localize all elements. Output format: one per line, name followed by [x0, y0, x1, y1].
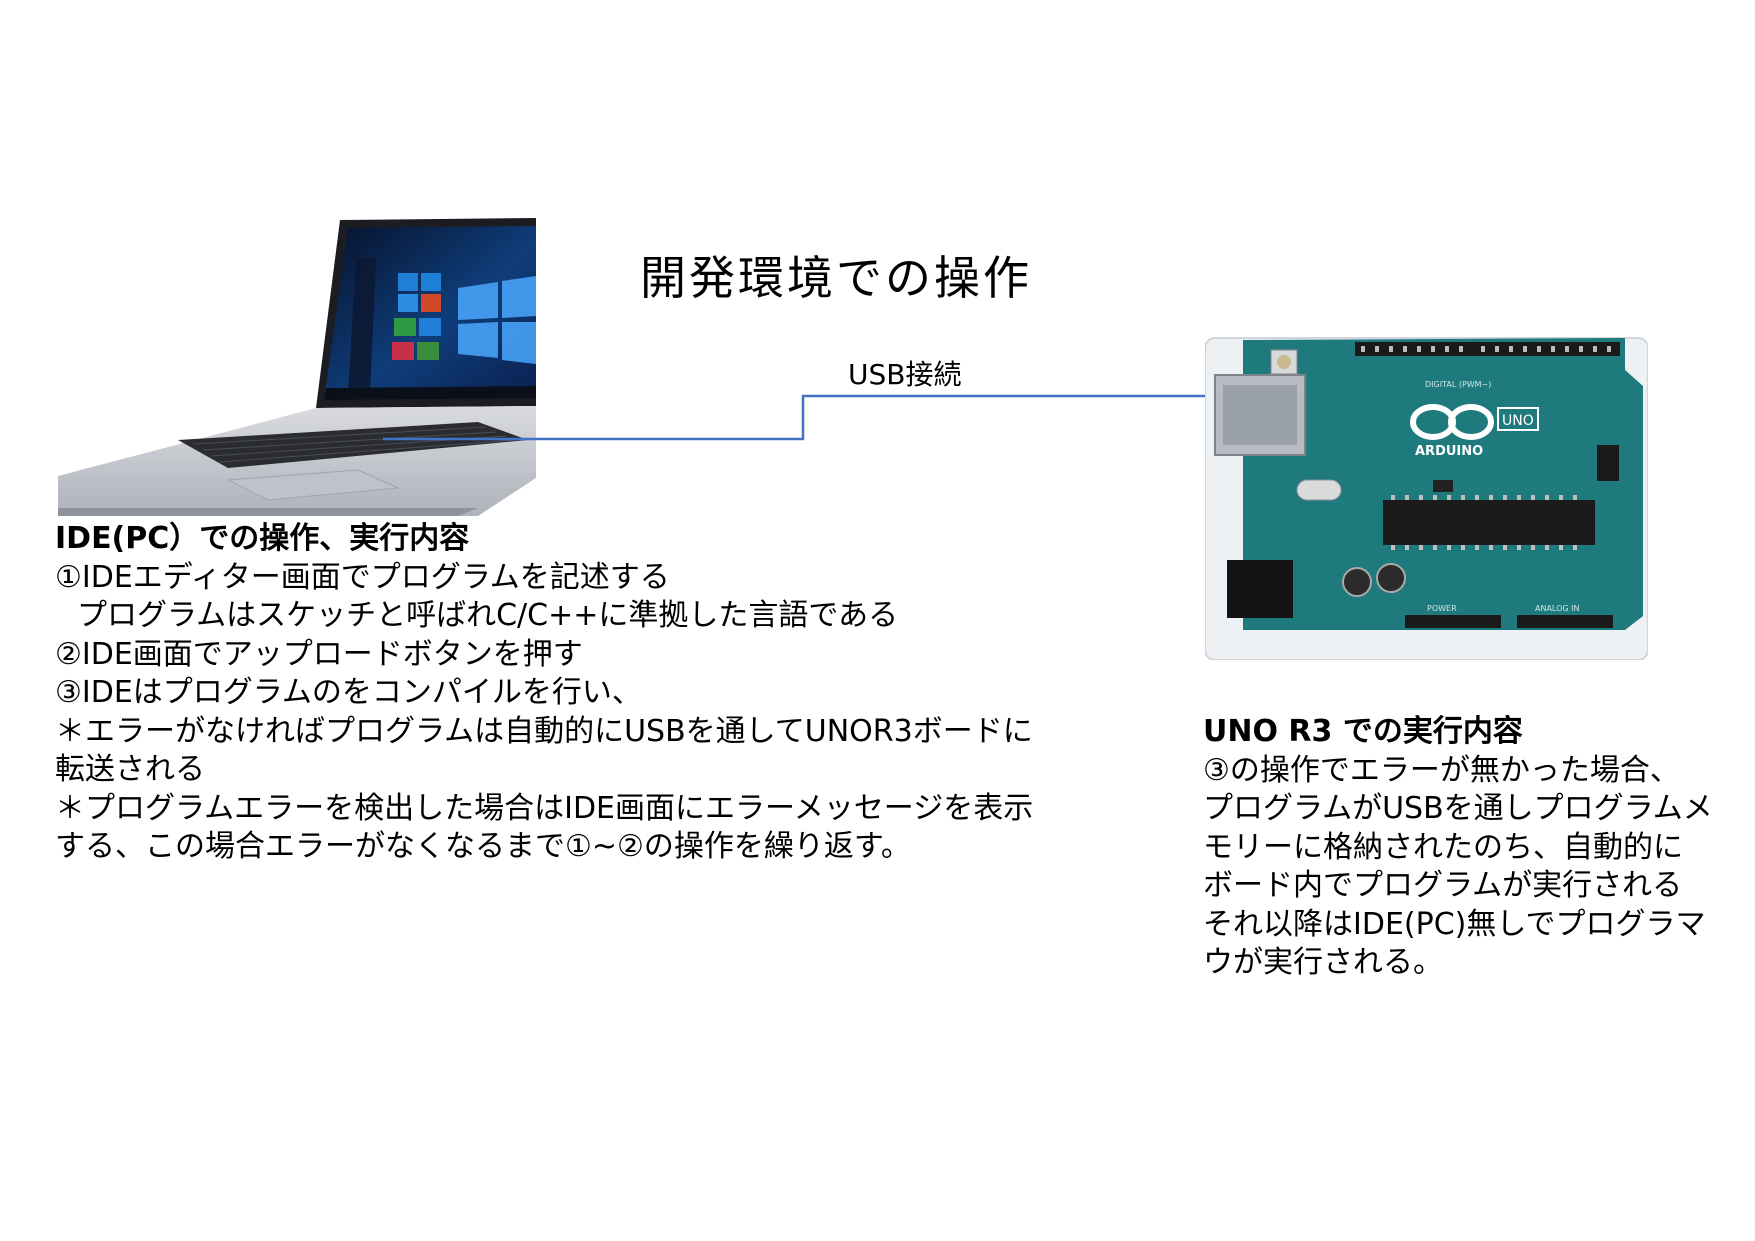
power-header: [1405, 615, 1501, 628]
capacitor: [1342, 567, 1372, 597]
crystal: [1296, 479, 1342, 501]
uno-section: UNO R3 での実行内容 ③の操作でエラーが無かった場合、 プログラムがUSB…: [1203, 713, 1713, 983]
pc-step-line: ＊プログラムエラーを検出した場合はIDE画面にエラーメッセージを表示: [55, 790, 1034, 826]
power-jack: [1227, 560, 1293, 618]
uno-section-heading: UNO R3 での実行内容: [1203, 714, 1523, 749]
digital-header: [1355, 342, 1620, 356]
arduino-logo: [1410, 404, 1494, 440]
windows-logo: [458, 276, 536, 364]
atmega-chip: [1383, 500, 1595, 545]
icsp-header: [1597, 445, 1619, 481]
windows-tiles: [392, 273, 441, 360]
pc-step-line: ②IDE画面でアップロードボタンを押す: [55, 636, 583, 672]
usb-connection-label: USB接続: [848, 358, 962, 391]
uno-step-line: ボード内でプログラムが実行される: [1203, 868, 1683, 903]
pc-step-line: する、この場合エラーがなくなるまで①~②の操作を繰り返す。: [55, 829, 911, 864]
pc-step-line: ＊エラーがなければプログラムは自動的にUSBを通してUNOR3ボードに: [55, 713, 1033, 749]
capacitor: [1376, 563, 1406, 593]
laptop-image: [58, 218, 536, 516]
board-model-label: UNO: [1502, 413, 1534, 429]
pc-step-line: ①IDEエディター画面でプログラムを記述する: [55, 559, 670, 595]
uno-step-line: ③の操作でエラーが無かった場合、: [1203, 752, 1680, 788]
pc-step-line: プログラムはスケッチと呼ばれC/C++に準拠した言語である: [77, 598, 899, 633]
board-brand-label: ARDUINO: [1415, 444, 1483, 459]
board-digital-label: DIGITAL (PWM~): [1425, 380, 1491, 389]
uno-step-line: それ以降はIDE(PC)無しでプログラマ: [1203, 906, 1706, 942]
arduino-uno-image: ARDUINO UNO DIGITAL (PWM~) POWER ANALOG …: [1205, 337, 1648, 660]
pc-section: IDE(PC）での操作、実行内容 ①IDEエディター画面でプログラムを記述する …: [55, 520, 1033, 867]
diagram-title: 開発環境での操作: [640, 251, 1032, 305]
pc-step-line: ③IDEはプログラムのをコンパイルを行い、: [55, 675, 642, 710]
pc-section-heading: IDE(PC）での操作、実行内容: [55, 521, 470, 556]
board-power-label: POWER: [1427, 604, 1457, 613]
uno-step-line: ウが実行される。: [1203, 945, 1443, 980]
pc-step-line: 転送される: [55, 752, 205, 787]
analog-header: [1517, 615, 1613, 628]
uno-step-line: プログラムがUSBを通しプログラムメ: [1203, 791, 1713, 826]
uno-step-line: モリーに格納されたのち、自動的に: [1203, 829, 1683, 865]
board-analog-label: ANALOG IN: [1535, 604, 1580, 613]
laptop-touchpad: [226, 469, 400, 501]
